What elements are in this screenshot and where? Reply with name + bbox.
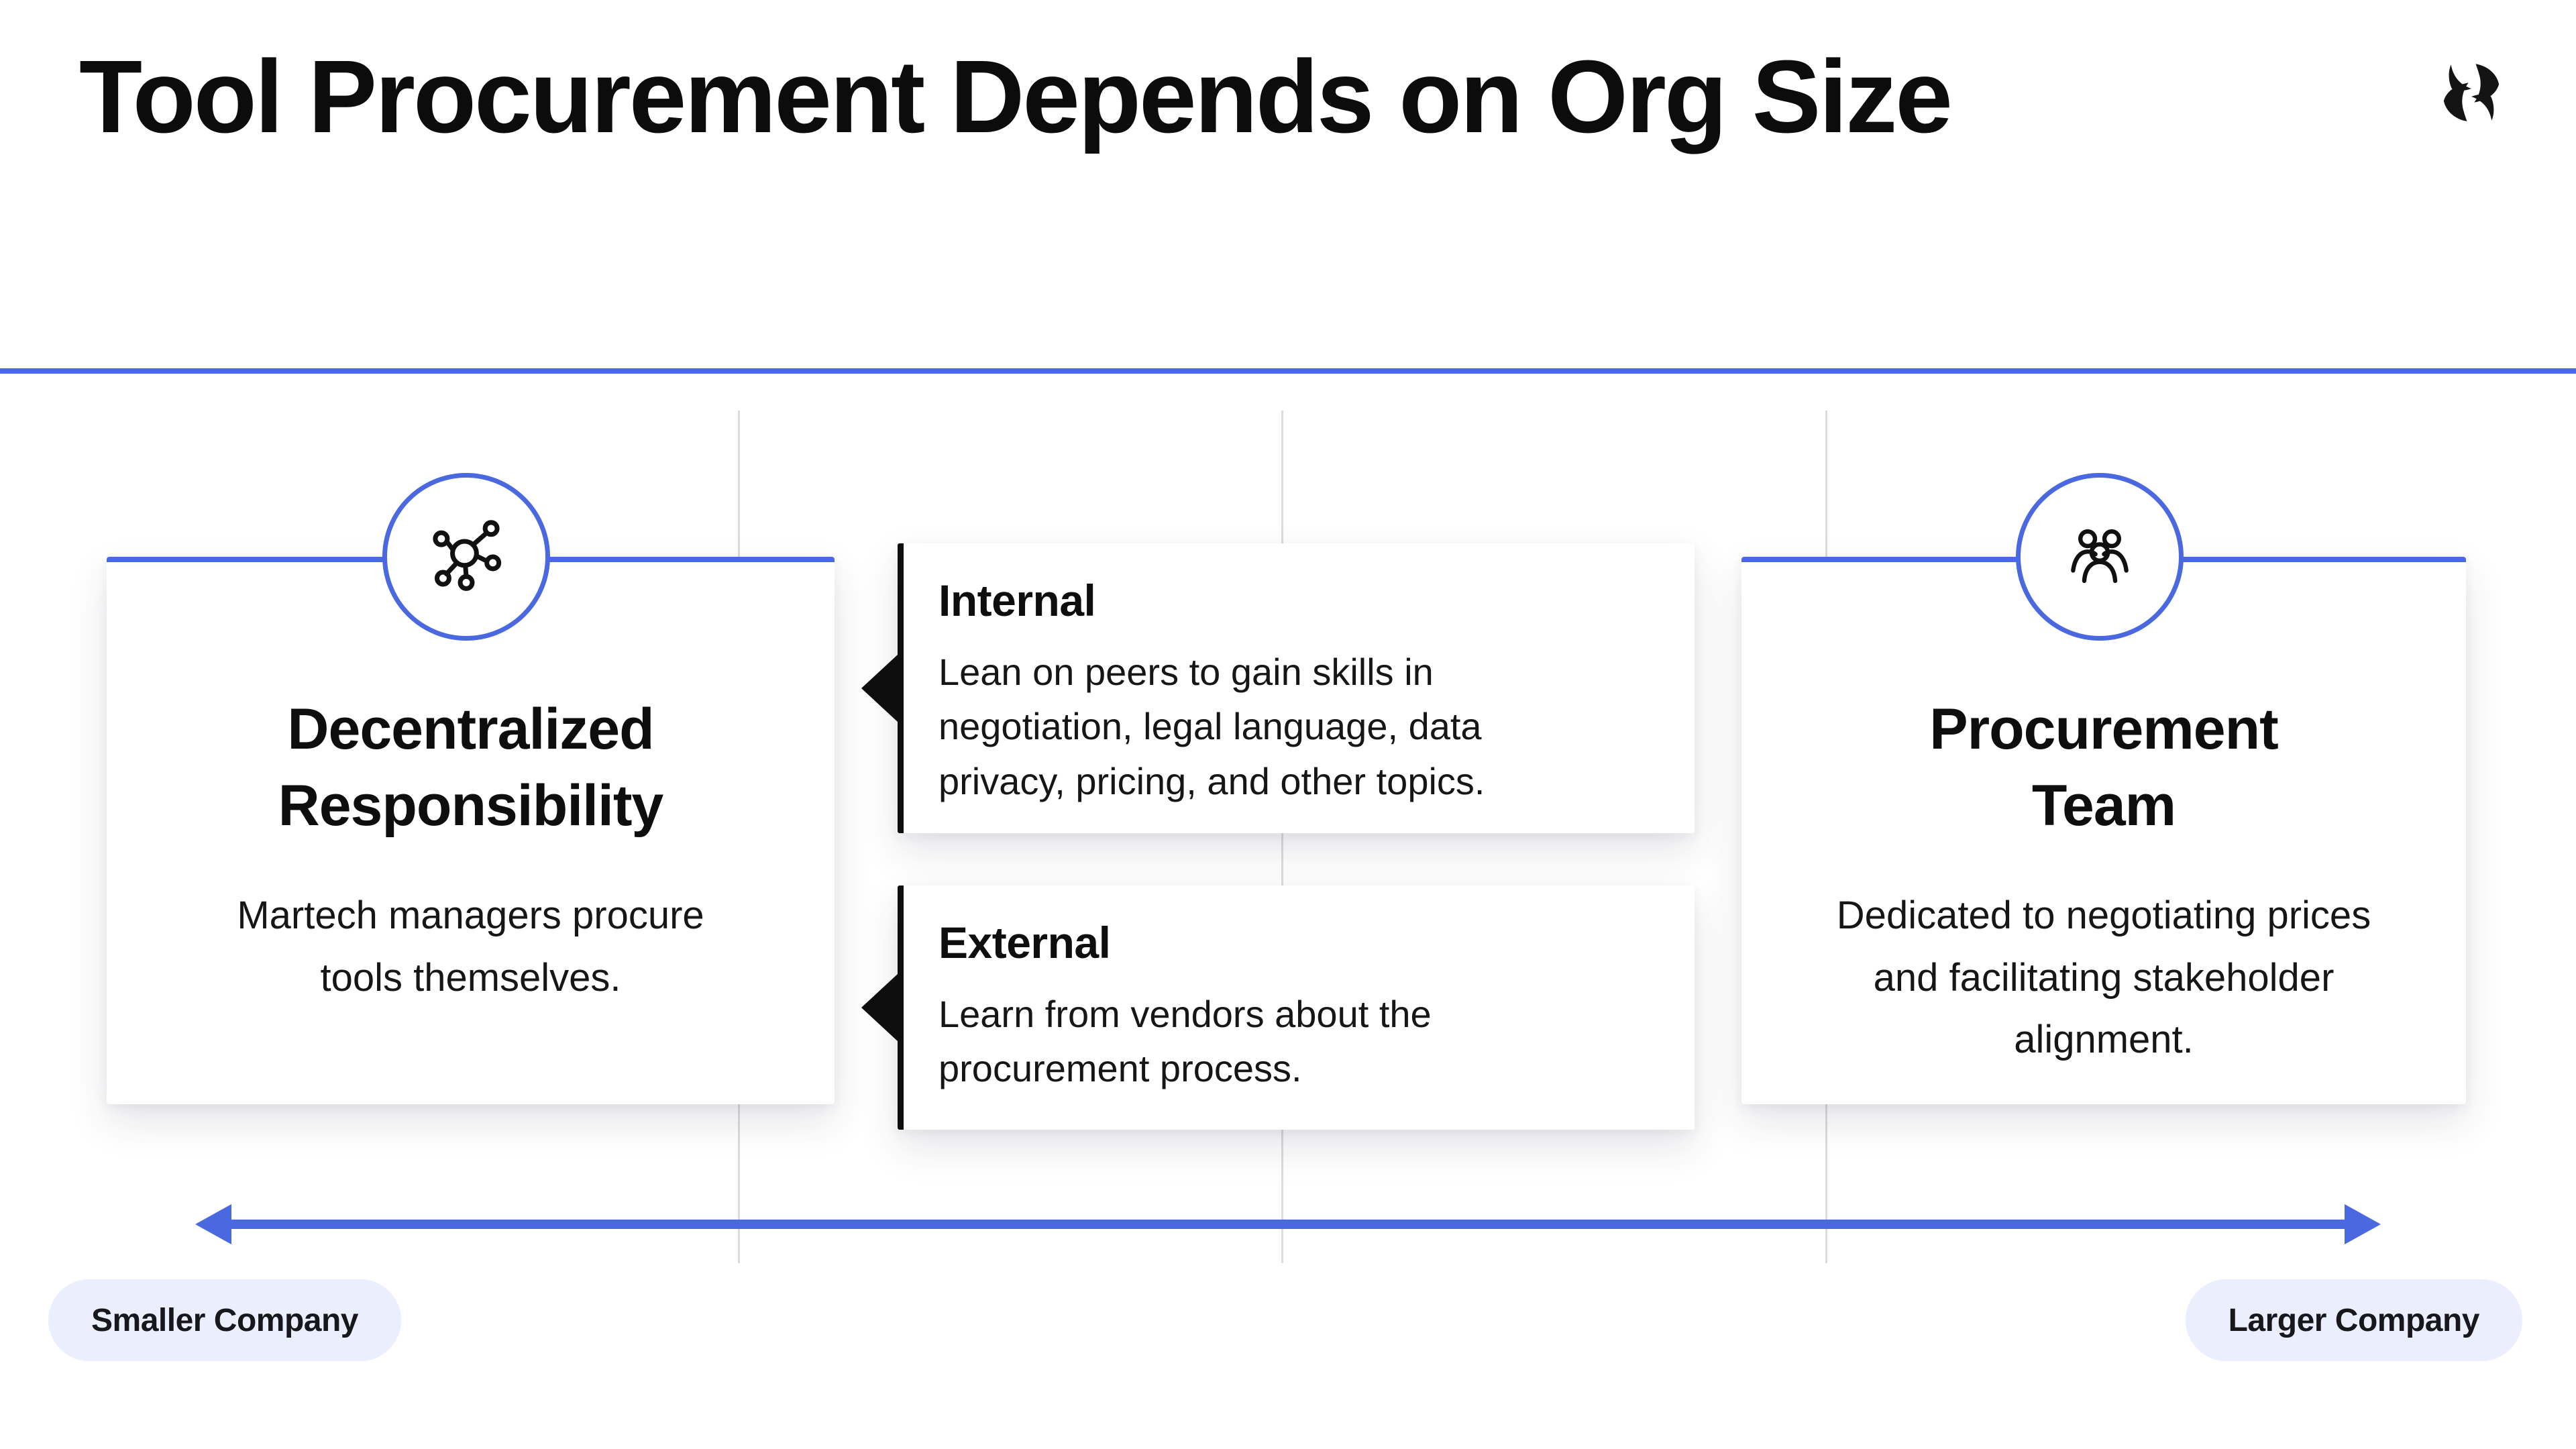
internal-callout-title: Internal [938,576,1096,625]
heading-line-1: Decentralized [287,697,654,761]
heading-line-2: Responsibility [278,773,664,839]
procurement-team-card: Procurement Team Dedicated to negotiatin… [1741,473,2466,1104]
larger-company-label: Larger Company [2185,1279,2522,1361]
decentralized-card-heading: Decentralized Responsibility [107,691,835,845]
decentralized-card: Decentralized Responsibility Martech man… [107,473,835,1104]
external-callout-title: External [938,918,1111,967]
header-divider-rule [0,368,2576,374]
larger-company-text: Larger Company [2228,1302,2480,1338]
internal-callout-body: Lean on peers to gain skills in negotiat… [938,651,1485,802]
heading-line-1: Procurement [1929,697,2279,761]
external-callout-body: Learn from vendors about the procurement… [938,993,1432,1090]
brand-logo-icon [2443,64,2500,121]
page-title: Tool Procurement Depends on Org Size [79,39,1953,154]
smaller-company-label: Smaller Company [48,1279,401,1361]
smaller-company-text: Smaller Company [91,1302,358,1338]
decentralized-card-body: Martech managers procure tools themselve… [237,893,704,1000]
org-size-axis [231,1220,2345,1229]
left-arrow-notch-icon [861,974,898,1041]
network-hub-icon [433,520,502,591]
grid-divider-2 [1281,411,1283,1263]
external-callout-card: External Learn from vendors about the pr… [861,885,1695,1130]
team-icon [2071,529,2129,584]
heading-line-2: Team [2031,773,2176,839]
team-icon-badge [2016,473,2184,641]
procurement-team-heading: Procurement Team [1741,691,2466,845]
network-icon-badge [382,473,550,641]
procurement-team-body: Dedicated to negotiating prices and faci… [1836,893,2371,1062]
axis-right-arrowhead-icon [2345,1204,2381,1244]
axis-left-arrowhead-icon [195,1204,231,1244]
left-arrow-notch-icon [861,655,898,722]
internal-callout-card: Internal Lean on peers to gain skills in… [861,543,1695,833]
